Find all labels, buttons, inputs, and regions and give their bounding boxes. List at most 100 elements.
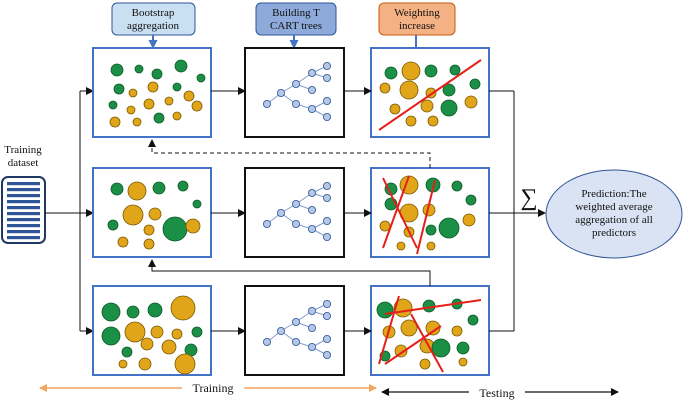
green-point: [431, 338, 451, 358]
gold-point: [426, 241, 436, 251]
gold-point: [124, 321, 146, 343]
green-point: [108, 100, 118, 110]
gold-point: [183, 90, 195, 102]
green-point: [126, 305, 140, 319]
green-point: [191, 326, 203, 338]
gold-point: [140, 337, 154, 351]
cart-tree: [262, 299, 331, 359]
sum-symbol: ∑: [520, 185, 537, 211]
tree-node: [322, 299, 331, 308]
gold-point: [174, 353, 196, 375]
green-point: [438, 217, 460, 239]
tree-node: [307, 224, 316, 233]
testing-phase-label: Testing: [479, 386, 514, 400]
points-layer: [101, 59, 481, 375]
header-building-line1: Building T: [272, 7, 320, 19]
gold-point: [401, 61, 421, 81]
tree-node: [291, 80, 300, 89]
tree-node: [276, 326, 285, 335]
tree-node: [291, 100, 300, 109]
gold-point: [420, 99, 434, 113]
green-point: [425, 224, 437, 236]
tree-node: [262, 219, 271, 228]
tree-node: [322, 216, 331, 225]
dataset-stripe: [7, 230, 40, 234]
tree-box-row2: [244, 167, 345, 258]
green-point: [110, 63, 124, 77]
header-building-trees: Building T CART trees: [255, 2, 337, 36]
green-point: [192, 199, 202, 209]
prediction-node: Prediction:The weighted average aggregat…: [545, 169, 683, 259]
gold-point: [172, 111, 182, 121]
dataset-stripes: [7, 182, 40, 240]
green-point: [152, 181, 166, 195]
tree-node: [322, 113, 331, 122]
gold-point: [117, 236, 129, 248]
green-point: [467, 314, 479, 326]
dataset-stripe: [7, 182, 40, 186]
dataset-stripe: [7, 218, 40, 222]
green-point: [162, 216, 188, 242]
green-point: [440, 99, 458, 117]
green-point: [469, 78, 481, 90]
gold-point: [143, 224, 155, 236]
split-line: [382, 177, 418, 249]
tree-node: [291, 337, 300, 346]
green-point: [424, 64, 438, 78]
feedback-arrow-row3-to-row2: [148, 259, 431, 286]
green-point: [177, 180, 189, 192]
gold-point: [171, 328, 183, 340]
dataset-stripe: [7, 188, 40, 192]
green-point: [134, 64, 144, 74]
trees-layer: [262, 62, 331, 359]
gold-point: [118, 359, 128, 369]
green-point: [465, 194, 477, 206]
gold-point: [170, 295, 196, 321]
training-phase-label: Training: [193, 381, 234, 395]
tree-node: [262, 337, 271, 346]
green-point: [451, 180, 463, 192]
gold-point: [427, 115, 439, 127]
header-bootstrap-line1: Bootstrap: [132, 7, 175, 19]
tree-node: [291, 219, 300, 228]
gold-point: [400, 319, 418, 337]
dataset-stripe: [7, 236, 40, 240]
gold-point: [132, 117, 142, 127]
green-point: [376, 301, 394, 319]
tree-node: [322, 350, 331, 359]
split-line: [378, 59, 482, 131]
split-line: [382, 175, 410, 249]
tree-node: [307, 188, 316, 197]
green-point: [153, 112, 165, 124]
tree-node: [291, 317, 300, 326]
gold-point: [150, 325, 164, 339]
tree-node: [322, 97, 331, 106]
prediction-line3: aggregation of all: [575, 214, 653, 226]
split-line: [384, 325, 442, 365]
split-line: [416, 179, 436, 255]
green-point: [121, 346, 133, 358]
training-dataset-label-line1: Training: [4, 144, 42, 156]
tree-node: [322, 193, 331, 202]
gold-point: [126, 105, 136, 115]
training-dataset: Training dataset: [1, 144, 46, 244]
cart-tree: [262, 181, 331, 241]
tree-node: [276, 208, 285, 217]
gold-point: [425, 320, 441, 336]
gold-point: [128, 88, 138, 98]
tree-node: [307, 69, 316, 78]
tree-node: [307, 342, 316, 351]
green-point: [172, 82, 182, 92]
tree-node: [307, 306, 316, 315]
header-building-line2: CART trees: [270, 20, 322, 32]
tree-node: [307, 205, 316, 214]
green-point: [151, 68, 163, 80]
gold-point: [462, 213, 476, 227]
green-point: [196, 73, 206, 83]
split-line: [410, 313, 444, 373]
split-line: [384, 299, 482, 315]
header-weighting-line1: Weighting: [394, 7, 440, 19]
tree-box-row3: [244, 285, 345, 376]
green-point: [449, 64, 461, 76]
gold-point: [147, 81, 159, 93]
